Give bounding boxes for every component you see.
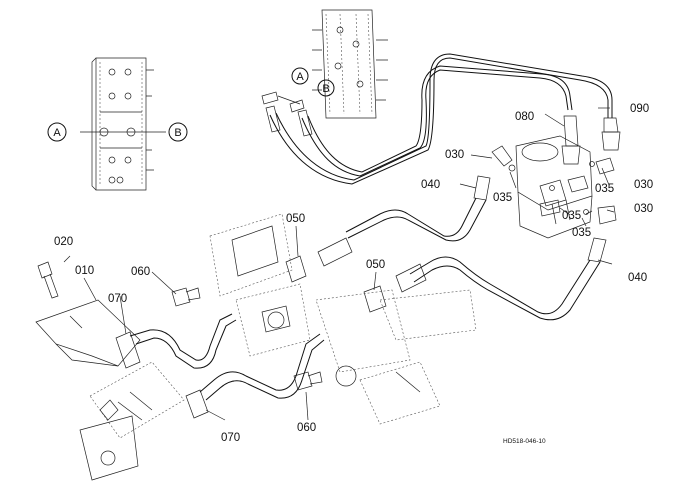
hose-ends-valve <box>265 105 313 137</box>
label-030-right-1: 030 <box>634 179 653 191</box>
label-090: 090 <box>630 103 649 115</box>
label-050-upper: 050 <box>286 213 305 225</box>
label-080: 080 <box>515 111 534 123</box>
loader-frame <box>209 213 477 425</box>
label-B-left: B <box>168 122 188 142</box>
hose-070-upper <box>115 313 237 369</box>
label-050-lower: 050 <box>366 259 385 271</box>
loader-arm <box>35 299 185 481</box>
label-020: 020 <box>54 236 73 248</box>
main-hose-pair <box>269 53 613 185</box>
label-A-top: A <box>291 67 309 85</box>
label-070-lower: 070 <box>221 432 240 444</box>
leader-lines <box>63 107 615 421</box>
reference-code: HD518-046-10 <box>503 438 546 445</box>
label-060-lower: 060 <box>297 422 316 434</box>
elbow-fittings <box>491 145 617 225</box>
valve-block-inset <box>80 57 166 191</box>
label-035-c: 035 <box>562 210 581 222</box>
letter-b-top: B <box>322 83 329 95</box>
hose-050-upper-fitting <box>285 237 353 283</box>
label-060-upper: 060 <box>131 266 150 278</box>
label-A-left: A <box>47 122 67 142</box>
label-035-d: 035 <box>572 227 591 239</box>
valve-fittings <box>261 91 305 113</box>
cylinder-block <box>515 135 593 239</box>
letter-a-left: A <box>53 127 61 139</box>
part-labels: 090 080 030 040 035 035 030 035 030 035 … <box>54 103 653 445</box>
label-010: 010 <box>75 265 94 277</box>
bolt-020 <box>37 261 59 299</box>
label-B-top: B <box>317 79 335 97</box>
bolt-060-upper <box>171 287 201 307</box>
hose-end-080 <box>561 115 581 165</box>
bolt-060-lower <box>293 371 323 391</box>
letter-a-top: A <box>296 71 304 83</box>
label-035-a: 035 <box>493 192 512 204</box>
label-030-right-2: 030 <box>634 203 653 215</box>
hose-050-lower-fitting <box>363 263 427 313</box>
hose-070-lower <box>185 333 325 419</box>
label-040-upper: 040 <box>421 179 440 191</box>
hose-end-090 <box>601 117 621 151</box>
letter-b-left: B <box>174 127 181 139</box>
hose-040-upper <box>345 175 491 242</box>
label-070-upper: 070 <box>108 293 127 305</box>
label-040-lower: 040 <box>628 272 647 284</box>
label-035-b: 035 <box>595 183 614 195</box>
label-030-left: 030 <box>445 149 464 161</box>
control-valve <box>312 9 388 119</box>
hose-040-lower <box>409 237 607 321</box>
